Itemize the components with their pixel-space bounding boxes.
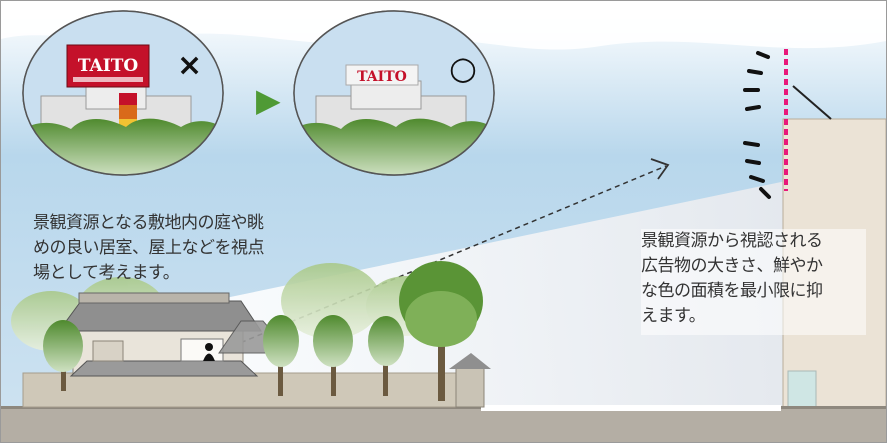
garden-wall <box>22 372 484 408</box>
garden-trees <box>43 261 491 408</box>
emphasis-ticks <box>743 51 771 199</box>
good-sign-text: TAITO <box>357 69 407 85</box>
small-sign <box>345 64 419 86</box>
viewpoint-caption: 景観資源となる敷地内の庭や眺 めの良い居室、屋上などを視点 場として考えます。 <box>33 213 265 283</box>
person-silhouette <box>203 353 215 361</box>
bad-sign-text: TAITO <box>78 56 139 76</box>
circle-mark: ○ <box>449 49 477 87</box>
sight-arrow-head <box>650 158 670 180</box>
cross-mark: × <box>177 48 202 83</box>
signage-caption: 景観資源から視認される 広告物の大きさ、鮮やか な色の面積を最小限に抑 えます。 <box>641 229 866 335</box>
viewpoint-house <box>58 292 293 377</box>
bad-example-bubble: TAITO × <box>22 10 224 176</box>
good-example-bubble: TAITO ○ <box>293 10 495 176</box>
green-arrow-icon: ▶ <box>256 81 281 119</box>
ground <box>1 406 886 442</box>
